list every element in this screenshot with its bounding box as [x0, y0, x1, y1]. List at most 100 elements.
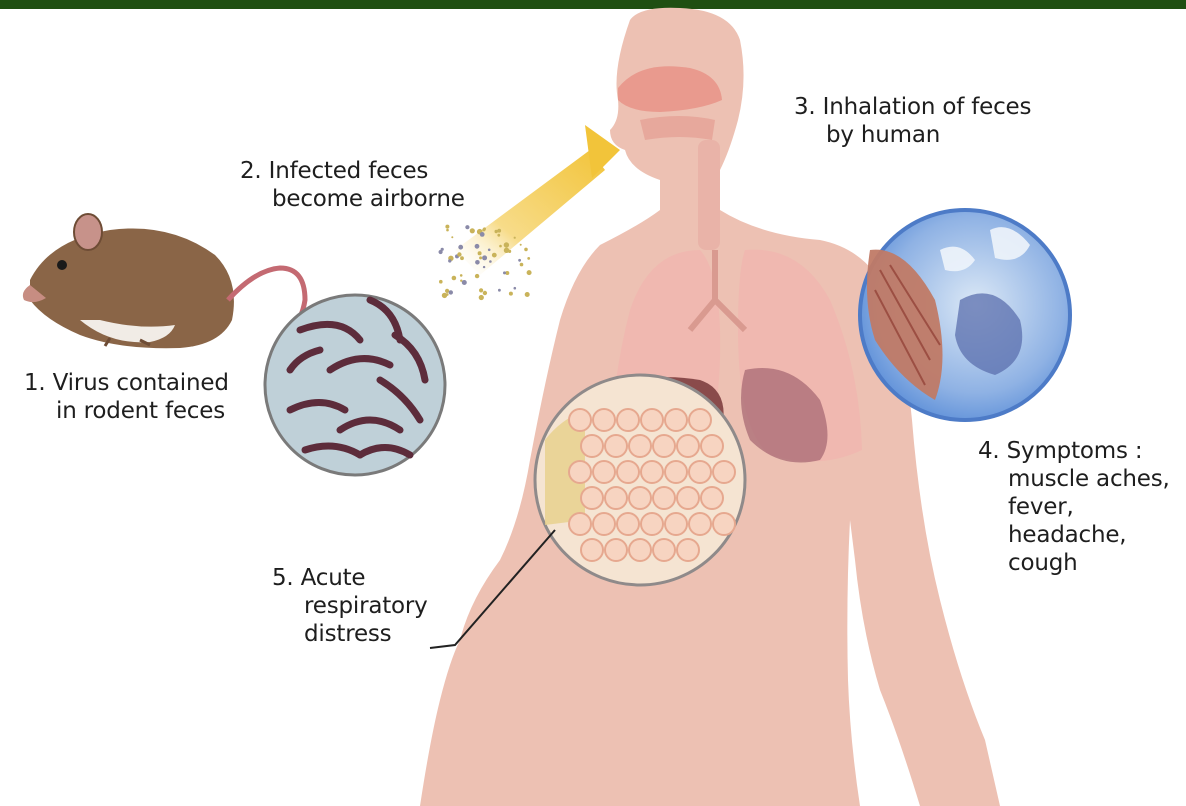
- airborne-particle: [497, 229, 501, 233]
- airborne-particle: [475, 244, 480, 249]
- virus-magnified-icon: [265, 295, 445, 475]
- alveolus: [653, 539, 675, 561]
- alveolus: [701, 487, 723, 509]
- airborne-particle: [475, 260, 480, 265]
- alveolus: [641, 409, 663, 431]
- step-4-line-1: 4. Symptoms :: [978, 437, 1170, 465]
- alveolus: [665, 513, 687, 535]
- step-4-line-3: fever,: [978, 493, 1170, 521]
- alveolus: [605, 435, 627, 457]
- airborne-particle: [520, 263, 524, 267]
- alveolus: [629, 435, 651, 457]
- step-4-label: 4. Symptoms : muscle aches, fever, heada…: [978, 437, 1170, 577]
- airborne-particle: [504, 248, 509, 253]
- alveolus: [701, 435, 723, 457]
- airborne-particle: [479, 288, 483, 292]
- step-2-line-2: become airborne: [240, 185, 465, 213]
- airborne-particle: [524, 248, 528, 252]
- airborne-particle: [479, 295, 484, 300]
- airborne-particle: [470, 228, 475, 233]
- alveolus: [593, 461, 615, 483]
- airborne-particle: [475, 274, 479, 278]
- rodent-icon: [23, 214, 305, 348]
- step-2-line-1: 2. Infected feces: [240, 157, 465, 185]
- airborne-particle: [479, 256, 482, 259]
- airborne-particle: [460, 256, 464, 260]
- airborne-particle: [503, 271, 506, 274]
- step-3-line-2: by human: [794, 121, 1031, 149]
- airborne-particle: [527, 257, 530, 260]
- alveolus: [605, 487, 627, 509]
- airborne-particle: [482, 228, 485, 231]
- airborne-particle: [504, 242, 509, 247]
- alveolus: [569, 461, 591, 483]
- airborne-particle: [465, 225, 469, 229]
- alveolus: [677, 539, 699, 561]
- airborne-particle: [462, 280, 467, 285]
- airborne-particle: [483, 291, 487, 295]
- airborne-particle: [458, 245, 463, 250]
- airborne-particle: [498, 289, 501, 292]
- airborne-particle: [460, 274, 463, 277]
- step-1-line-2: in rodent feces: [24, 397, 229, 425]
- step-4-line-4: headache,: [978, 521, 1170, 549]
- alveolus: [689, 513, 711, 535]
- step-4-line-5: cough: [978, 549, 1170, 577]
- airborne-particle: [499, 245, 502, 248]
- airborne-particle: [495, 230, 498, 233]
- alveolus: [653, 435, 675, 457]
- airborne-particle: [520, 244, 522, 246]
- airborne-particle: [451, 236, 453, 238]
- alveolus: [713, 461, 735, 483]
- step-3-label: 3. Inhalation of feces by human: [794, 93, 1031, 149]
- alveolus: [581, 487, 603, 509]
- airborne-particle: [457, 252, 461, 256]
- alveolus: [581, 539, 603, 561]
- airborne-particle: [518, 259, 521, 262]
- muscle-tissue-magnified-icon: [860, 210, 1070, 420]
- airborne-particle: [445, 289, 449, 293]
- airborne-particle: [525, 292, 530, 297]
- airborne-particle: [439, 280, 443, 284]
- alveolus: [617, 409, 639, 431]
- alveolus: [689, 461, 711, 483]
- airborne-particle: [488, 249, 491, 252]
- airborne-particle: [489, 260, 492, 263]
- airborne-particle: [483, 266, 485, 268]
- airborne-particle: [514, 237, 516, 239]
- alveolus: [593, 513, 615, 535]
- alveolus: [593, 409, 615, 431]
- alveolus: [629, 539, 651, 561]
- airborne-particle: [482, 255, 487, 260]
- step-5-line-3: distress: [272, 620, 428, 648]
- airborne-particle: [446, 229, 449, 232]
- alveolus: [677, 487, 699, 509]
- step-4-line-2: muscle aches,: [978, 465, 1170, 493]
- airborne-particle: [480, 232, 485, 237]
- step-5-line-2: respiratory: [272, 592, 428, 620]
- step-5-label: 5. Acute respiratory distress: [272, 564, 428, 648]
- alveolus: [689, 409, 711, 431]
- alveolus: [641, 513, 663, 535]
- airborne-particle: [478, 251, 482, 255]
- airborne-particle: [492, 253, 497, 258]
- airborne-particle: [497, 234, 500, 237]
- alveolus: [569, 409, 591, 431]
- airborne-particle: [527, 270, 532, 275]
- airborne-particle: [439, 250, 443, 254]
- airborne-particle: [452, 276, 457, 281]
- alveolus: [617, 461, 639, 483]
- airborne-particle: [514, 287, 517, 290]
- alveolus: [641, 461, 663, 483]
- alveolus: [605, 539, 627, 561]
- alveolus: [629, 487, 651, 509]
- step-1-label: 1. Virus contained in rodent feces: [24, 369, 229, 425]
- airborne-particle: [446, 293, 449, 296]
- alveolus: [665, 409, 687, 431]
- step-5-line-1: 5. Acute: [272, 564, 428, 592]
- step-1-line-1: 1. Virus contained: [24, 369, 229, 397]
- alveolus: [713, 513, 735, 535]
- alveolus: [677, 435, 699, 457]
- alveolus: [665, 461, 687, 483]
